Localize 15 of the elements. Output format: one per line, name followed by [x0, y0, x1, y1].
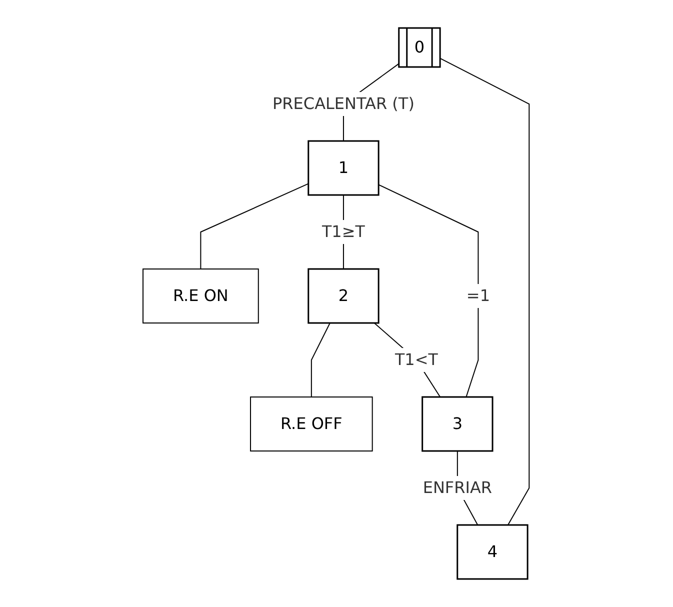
node-box: 1: [308, 140, 380, 196]
edge-label: T1<T: [395, 350, 438, 369]
connector: [311, 322, 331, 398]
node-box: 2: [308, 268, 380, 324]
edge-label: PRECALENTAR (T): [272, 94, 415, 113]
node-box: 3: [422, 396, 494, 452]
edge-label: =1: [466, 286, 490, 305]
node-box: R.E ON: [142, 268, 260, 324]
edge-label: T1≥T: [322, 222, 366, 241]
node-box: R.E OFF: [250, 396, 374, 452]
connector: [378, 184, 480, 398]
connector: [374, 322, 442, 398]
node-box: 4: [457, 524, 529, 580]
edge-label: ENFRIAR: [423, 478, 492, 497]
connector: [200, 183, 310, 270]
